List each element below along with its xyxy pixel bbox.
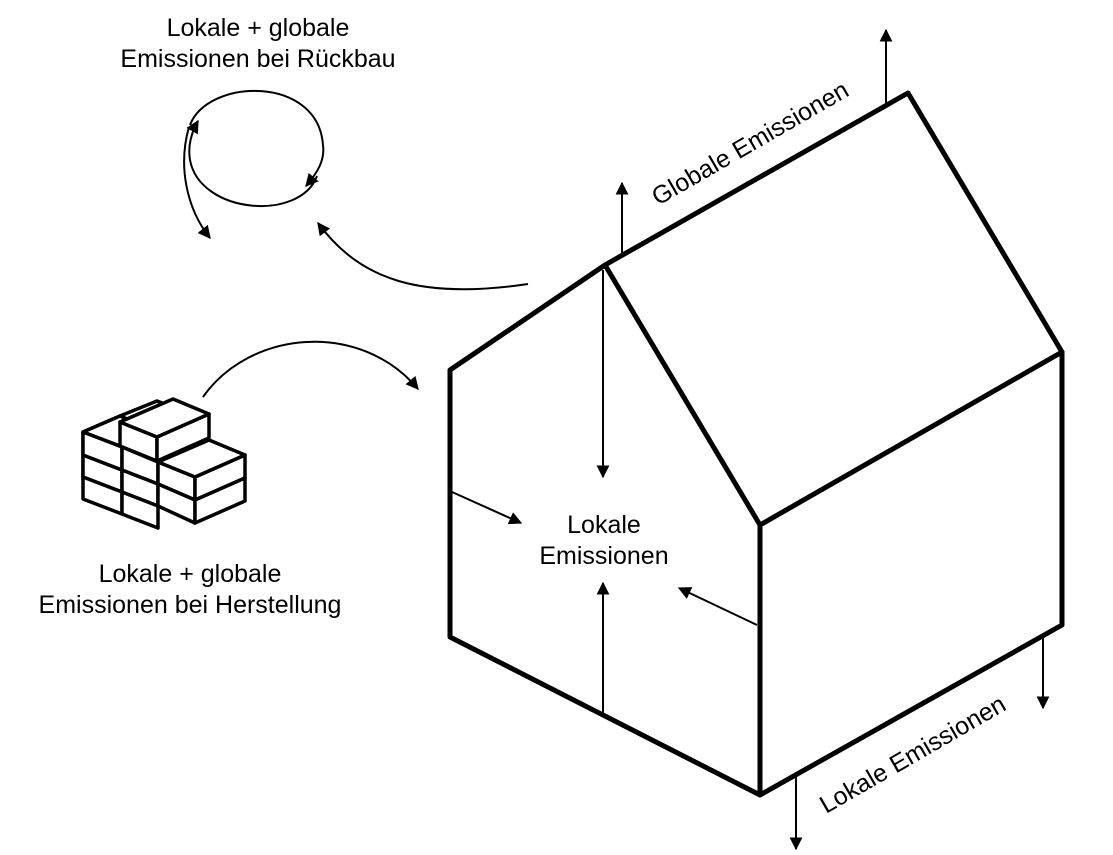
outgoing-arrows: [615, 28, 1050, 851]
brick-stack-icon: [81, 397, 247, 530]
inner-arrows: [451, 270, 758, 715]
circular-cycle-arrows-icon: [183, 90, 325, 240]
production-to-house-arrow: [202, 340, 419, 398]
center-label-line2: Emissionen: [539, 542, 668, 570]
production-label-line1: Lokale + globale: [99, 560, 282, 588]
house-outline-icon: [447, 90, 1065, 798]
arrow-from-right-wall: [677, 587, 758, 626]
production-label-line2: Emissionen bei Herstellung: [39, 591, 342, 619]
recycling-label-line2: Emissionen bei Rückbau: [120, 45, 395, 73]
center-label-line1: Lokale: [567, 511, 641, 539]
arrow-from-left-wall: [451, 491, 523, 525]
recycling-label-line1: Lokale + globale: [167, 14, 350, 42]
house-to-recycling-arrow: [317, 221, 529, 291]
